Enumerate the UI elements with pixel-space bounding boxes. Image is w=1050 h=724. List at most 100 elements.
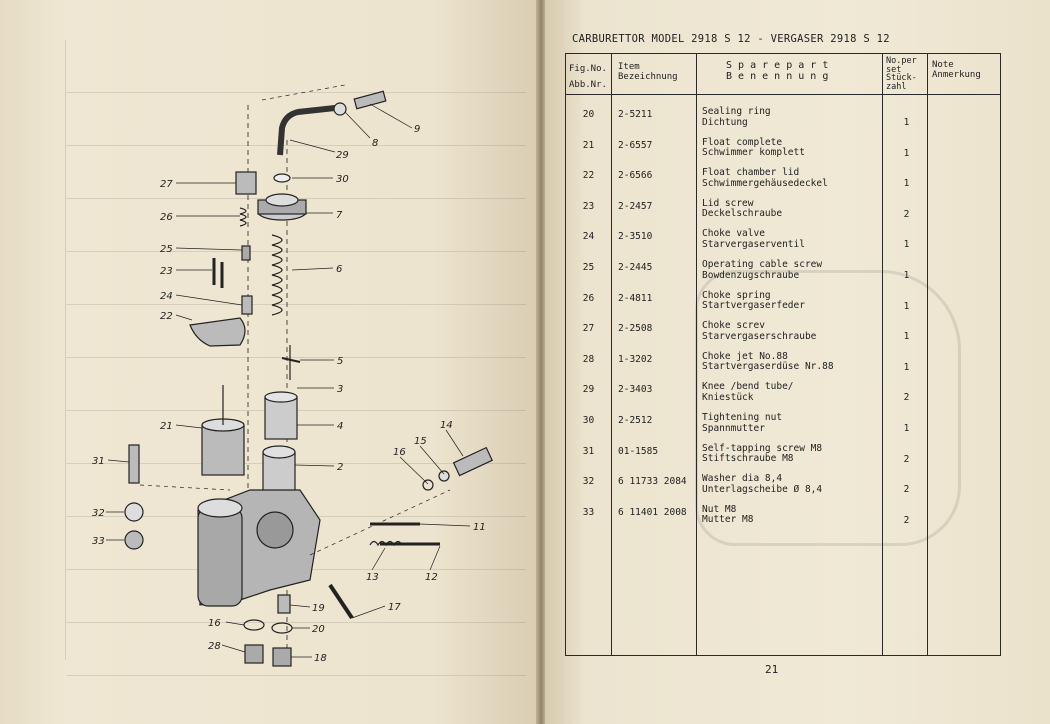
callout-32: 32 <box>92 508 105 519</box>
callout-28: 28 <box>208 641 221 652</box>
left-page-diagram: 9 8 29 30 7 6 5 3 4 2 27 26 25 23 24 22 … <box>0 0 540 724</box>
quantity: 1 <box>903 117 910 128</box>
item-number: 6 11733 2084 <box>618 476 687 488</box>
part-name-en: Knee /bend tube/ <box>702 381 794 393</box>
quantity: 1 <box>903 300 910 312</box>
fig-number: 27 <box>582 323 595 335</box>
item-number: 2-2508 <box>618 323 653 335</box>
callout-8: 8 <box>372 138 378 149</box>
fig-number: 29 <box>582 384 595 396</box>
item-number: 2-3510 <box>618 231 653 243</box>
quantity: 1 <box>903 331 910 343</box>
part-name-en: Operating cable screw <box>702 259 823 270</box>
part-name-en: Choke screv <box>702 320 765 332</box>
item-number: 2-6557 <box>618 139 653 151</box>
part-name-de: Stiftschraube M8 <box>702 453 794 465</box>
part-name-de: Unterlagscheibe Ø 8,4 <box>702 483 823 495</box>
callout-19: 19 <box>312 603 325 614</box>
fig-number: 26 <box>582 292 595 304</box>
header-spare-part: S p a r e p a r t B e n e n n u n g <box>726 60 829 82</box>
part-name-en: Float complete <box>702 136 783 148</box>
part-name-en: Tightening nut <box>702 412 783 423</box>
header-note: Note Anmerkung <box>932 60 981 80</box>
fig-number: 25 <box>582 262 595 273</box>
part-name-de: Deckelschraube <box>702 208 783 220</box>
part-name-de: Bowdenzugschraube <box>702 269 800 281</box>
part-name-en: Float chamber lid <box>702 167 800 179</box>
quantity: 2 <box>903 514 910 526</box>
part-name-en: Choke valve <box>702 228 765 240</box>
header-fig: Fig.No. Abb.Nr. <box>569 64 607 90</box>
parts-table: Fig.No. Abb.Nr. Item Bezeichnung S p a r… <box>565 53 1001 656</box>
callout-7: 7 <box>336 210 343 221</box>
callout-33: 33 <box>92 536 105 547</box>
callout-17: 17 <box>388 602 401 613</box>
quantity: 1 <box>903 423 910 434</box>
right-page-parts-list: CARBURETTOR MODEL 2918 S 12 - VERGASER 2… <box>545 0 1050 724</box>
callout-25: 25 <box>160 244 173 255</box>
part-name-en: Sealing ring <box>702 106 771 117</box>
quantity: 2 <box>903 392 910 404</box>
fig-number: 24 <box>582 231 595 243</box>
item-number: 01-1585 <box>618 445 659 457</box>
callout-23: 23 <box>160 266 173 277</box>
callout-4: 4 <box>337 421 343 432</box>
callout-31: 31 <box>92 456 105 467</box>
page-number: 21 <box>765 663 779 676</box>
part-name-en: Choke spring <box>702 289 771 301</box>
part-name-de: Schwimmergehäusedeckel <box>702 177 828 189</box>
callout-20: 20 <box>312 624 325 635</box>
callout-3: 3 <box>337 384 343 395</box>
callout-14: 14 <box>440 420 453 431</box>
quantity: 1 <box>903 178 910 190</box>
fig-number: 31 <box>582 445 595 457</box>
callout-11: 11 <box>473 522 486 533</box>
quantity: 1 <box>903 270 910 281</box>
fig-number: 28 <box>582 353 595 365</box>
callout-16: 16 <box>393 447 406 458</box>
callout-29: 29 <box>336 150 349 161</box>
header-qty: No.per set Stück- zahl <box>886 56 917 92</box>
part-name-de: Schwimmer komplett <box>702 147 805 159</box>
fig-number: 32 <box>582 476 595 488</box>
page-header: CARBURETTOR MODEL 2918 S 12 - VERGASER 2… <box>572 33 890 45</box>
part-name-de: Kniestück <box>702 391 754 403</box>
part-name-de: Dichtung <box>702 116 748 128</box>
callout-30: 30 <box>336 174 349 185</box>
callout-26: 26 <box>160 212 173 223</box>
part-name-en: Choke jet No.88 <box>702 350 788 362</box>
part-name-de: Starvergaserventil <box>702 238 805 250</box>
part-name-en: Self-tapping screw M8 <box>702 442 823 454</box>
fig-number: 23 <box>582 200 595 212</box>
quantity: 1 <box>903 361 910 373</box>
callout-2: 2 <box>337 462 343 473</box>
header-item: Item Bezeichnung <box>618 62 678 82</box>
exploded-carburettor-diagram: 9 8 29 30 7 6 5 3 4 2 27 26 25 23 24 22 … <box>92 84 493 667</box>
part-name-de: Mutter M8 <box>702 514 754 526</box>
quantity: 2 <box>903 208 910 220</box>
part-name-de: Startvergaserdüse Nr.88 <box>702 361 834 373</box>
fig-number: 21 <box>582 139 595 151</box>
callout-16-lower: 16 <box>208 618 221 629</box>
